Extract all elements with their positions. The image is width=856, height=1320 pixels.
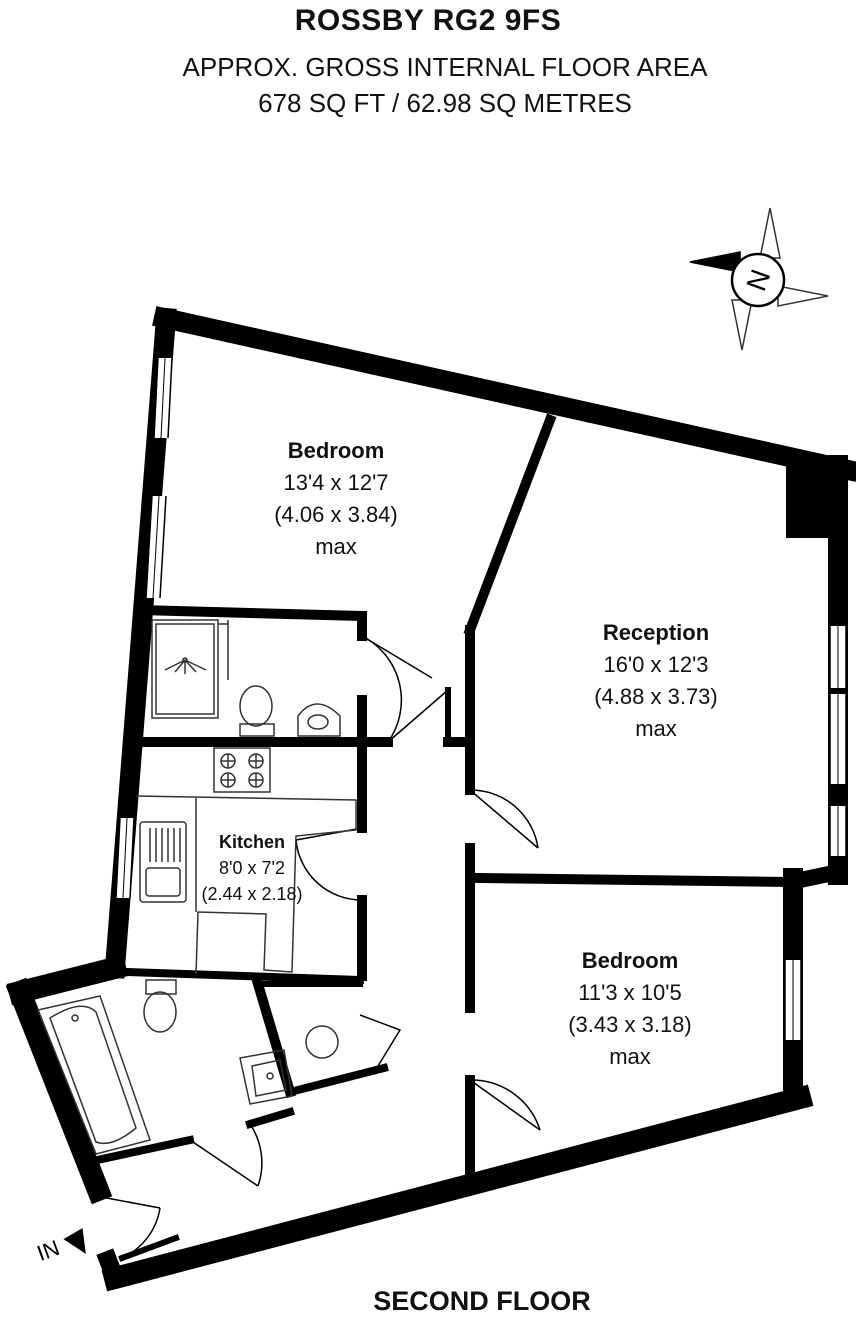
room-note: max — [609, 1044, 651, 1069]
room-kitchen: Kitchen 8'0 x 7'2 (2.44 x 2.18) — [201, 832, 302, 904]
room-bedroom1: Bedroom 13'4 x 12'7 (4.06 x 3.84) max — [274, 438, 398, 559]
chimney-breast — [786, 462, 830, 538]
room-name: Bedroom — [582, 948, 679, 973]
room-bedroom2: Bedroom 11'3 x 10'5 (3.43 x 3.18) max — [568, 948, 692, 1069]
window-kitchen — [115, 817, 135, 899]
room-metric-size: (2.44 x 2.18) — [201, 884, 302, 904]
internal-walls — [83, 413, 796, 1262]
toilet-shower-room — [239, 685, 275, 737]
shower-tray — [151, 619, 229, 719]
room-imperial-size: 11'3 x 10'5 — [578, 980, 681, 1005]
room-metric-size: (4.06 x 3.84) — [274, 502, 398, 527]
floor-label: SECOND FLOOR — [373, 1286, 591, 1316]
basin-bathroom — [239, 1049, 293, 1105]
basin-shower-room — [297, 703, 341, 737]
kitchen-worktop — [135, 795, 357, 975]
boiler-cupboard — [305, 1025, 339, 1059]
doors — [95, 635, 541, 1259]
outer-walls — [5, 306, 856, 1292]
compass — [689, 207, 829, 351]
room-imperial-size: 13'4 x 12'7 — [283, 470, 388, 495]
window-left-bedroom — [145, 357, 173, 599]
entrance-arrow-icon — [63, 1228, 86, 1254]
entrance-label: IN — [34, 1235, 63, 1266]
window-bedroom2 — [784, 960, 802, 1040]
room-imperial-size: 8'0 x 7'2 — [219, 858, 285, 878]
toilet-bathroom — [143, 979, 177, 1033]
floor-area-value: 678 SQ FT / 62.98 SQ METRES — [258, 88, 632, 118]
room-metric-size: (4.88 x 3.73) — [594, 684, 718, 709]
room-note: max — [635, 716, 677, 741]
property-title: ROSSBY RG2 9FS — [294, 4, 562, 37]
room-note: max — [315, 534, 357, 559]
floor-area-caption: APPROX. GROSS INTERNAL FLOOR AREA — [182, 52, 708, 82]
room-name: Bedroom — [288, 438, 385, 463]
room-name: Kitchen — [219, 832, 285, 852]
window-reception — [829, 626, 847, 856]
room-imperial-size: 16'0 x 12'3 — [603, 652, 708, 677]
room-metric-size: (3.43 x 3.18) — [568, 1012, 692, 1037]
kitchen-sink — [139, 821, 187, 903]
room-name: Reception — [603, 620, 709, 645]
hob — [213, 747, 271, 793]
room-reception: Reception 16'0 x 12'3 (4.88 x 3.73) max — [594, 620, 718, 741]
bathtub — [36, 995, 151, 1155]
